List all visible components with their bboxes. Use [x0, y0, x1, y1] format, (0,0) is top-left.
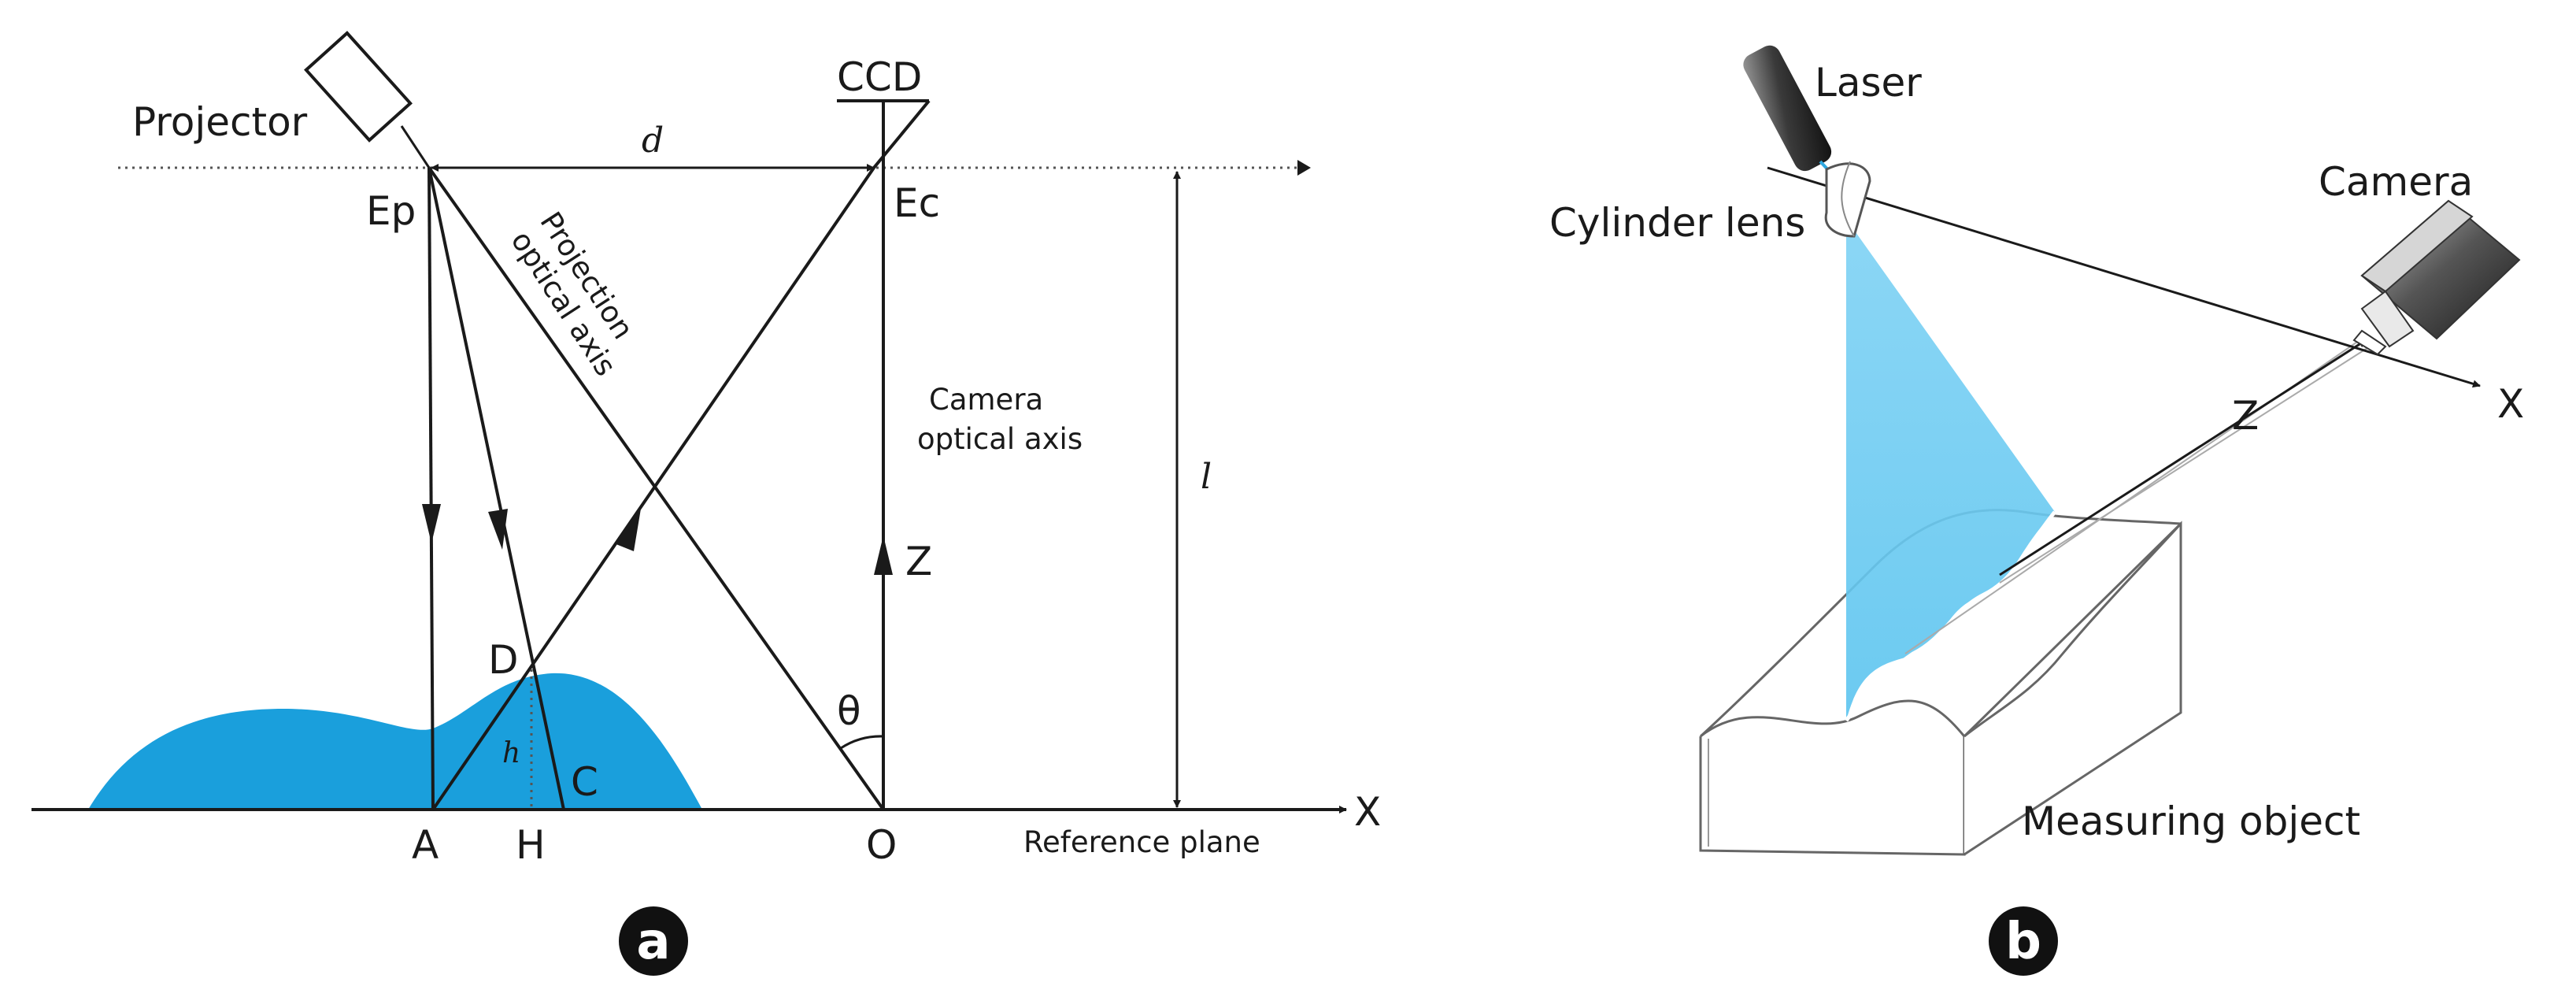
measured-surface — [88, 673, 702, 810]
label-laser: Laser — [1815, 60, 1922, 106]
label-ccd: CCD — [837, 54, 922, 100]
camera-icon — [2352, 199, 2521, 356]
z-axis-b — [1999, 339, 2367, 576]
projection-optical-axis — [427, 166, 885, 811]
label-ec: Ec — [894, 180, 940, 226]
panel-b: Laser Cylinder lens Camera X Z Measuring… — [1549, 45, 2524, 976]
label-camera-axis-1: Camera — [929, 383, 1043, 417]
badge-a: a — [619, 906, 688, 976]
ray-ep-a — [427, 167, 435, 810]
label-measuring-object: Measuring object — [2022, 799, 2360, 844]
label-x-axis: X — [1354, 789, 1381, 835]
label-point-a: A — [412, 822, 439, 868]
ccd-icon — [837, 99, 931, 169]
ray-ep-c — [427, 167, 565, 810]
label-z: Z — [905, 539, 932, 584]
svg-text:a: a — [636, 913, 670, 971]
label-projector: Projector — [132, 99, 308, 145]
projector-icon — [304, 31, 431, 169]
label-x-b: X — [2497, 381, 2524, 427]
label-point-o: O — [866, 822, 897, 868]
label-camera: Camera — [2319, 159, 2473, 205]
cylinder-lens-icon — [1824, 161, 1871, 238]
laser-light-sheet — [1846, 219, 2055, 721]
svg-text:b: b — [2005, 913, 2041, 971]
label-h: h — [502, 737, 520, 769]
label-point-h: H — [516, 822, 546, 868]
x-axis-b — [1767, 166, 2481, 388]
badge-b: b — [1989, 906, 2058, 976]
theta-arc — [840, 735, 884, 750]
label-ep: Ep — [366, 188, 416, 234]
ray-a-ec — [431, 166, 875, 811]
label-point-c: C — [571, 759, 598, 805]
label-reference-plane: Reference plane — [1023, 825, 1260, 859]
label-point-d: D — [488, 637, 519, 683]
panel-a: Projector CCD d Ep Ec Projection optical… — [31, 31, 1381, 976]
label-d: d — [642, 120, 664, 161]
label-l: l — [1201, 457, 1212, 497]
label-camera-axis-2: optical axis — [917, 422, 1083, 456]
label-theta: θ — [837, 688, 861, 734]
camera-view-line-2 — [1999, 346, 2371, 584]
label-cylinder-lens: Cylinder lens — [1549, 200, 1805, 246]
label-z-b: Z — [2232, 393, 2259, 439]
